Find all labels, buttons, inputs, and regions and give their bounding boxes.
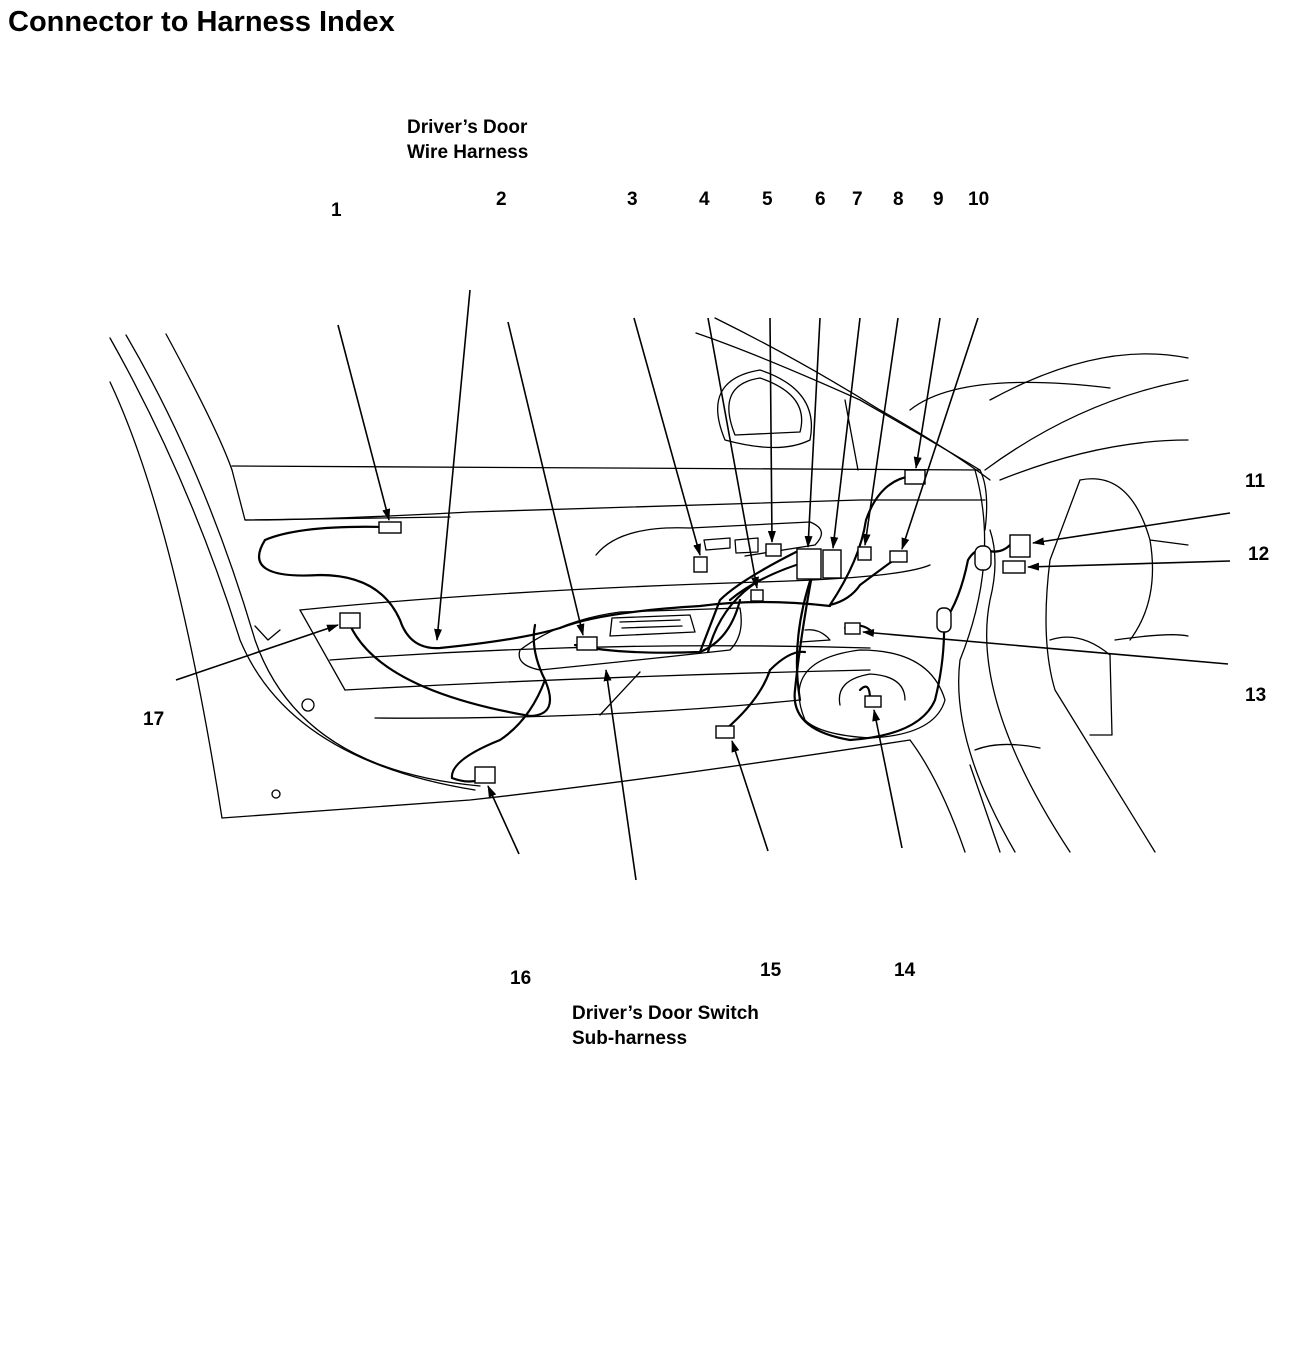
- callout-15: 15: [760, 960, 782, 981]
- connector-3: [693, 556, 708, 573]
- connector-16: [474, 766, 496, 784]
- connector-15: [715, 725, 735, 739]
- callout-2: 2: [496, 189, 507, 210]
- connector-2: [576, 636, 598, 651]
- leader-lines: [175, 289, 1231, 881]
- callout-13: 13: [1245, 685, 1267, 706]
- callout-4: 4: [699, 189, 710, 210]
- connector-7: [822, 549, 842, 579]
- connector-12: [1002, 560, 1026, 574]
- body-pillar: [909, 469, 1189, 853]
- door-outline: [109, 333, 986, 819]
- callout-11: 11: [1245, 471, 1266, 492]
- callout-3: 3: [627, 189, 638, 210]
- door-wire-harness-label: Driver’s Door Wire Harness: [407, 115, 528, 165]
- callout-9: 9: [933, 189, 944, 210]
- door-switch-subharness-label-line2: Sub-harness: [572, 1028, 688, 1049]
- connector-5: [765, 543, 782, 557]
- connector-8: [857, 546, 872, 561]
- callout-10: 10: [968, 189, 990, 210]
- callout-5: 5: [762, 189, 773, 210]
- door-switch-subharness-label-line1: Driver’s Door Switch: [572, 1003, 759, 1024]
- connectors: [339, 469, 1031, 784]
- callout-17: 17: [143, 709, 165, 730]
- connector-9: [889, 550, 908, 563]
- callout-16: 16: [510, 968, 532, 989]
- callout-6: 6: [815, 189, 826, 210]
- door-switch-subharness-label: Driver’s Door Switch Sub-harness: [572, 1001, 759, 1051]
- window-frame: [695, 317, 1189, 531]
- grommets: [936, 545, 992, 633]
- connector-11: [1009, 534, 1031, 558]
- connector-10: [904, 469, 926, 485]
- page-title: Connector to Harness Index: [8, 6, 395, 38]
- callout-12: 12: [1248, 544, 1270, 565]
- connector-6: [796, 548, 822, 580]
- callout-1: 1: [331, 200, 342, 221]
- door-wire-harness-label-line1: Driver’s Door: [407, 117, 528, 138]
- connector-13: [844, 622, 861, 635]
- door-wire-harness-label-line2: Wire Harness: [407, 142, 529, 163]
- connector-14: [864, 695, 882, 708]
- speaker: [798, 649, 946, 739]
- connector-1: [378, 521, 402, 534]
- connector-4: [750, 589, 764, 602]
- callout-14: 14: [894, 960, 916, 981]
- armrest: [518, 521, 831, 671]
- wire-harness: [258, 474, 1012, 783]
- callout-8: 8: [893, 189, 904, 210]
- connector-17: [339, 612, 361, 629]
- callout-7: 7: [852, 189, 863, 210]
